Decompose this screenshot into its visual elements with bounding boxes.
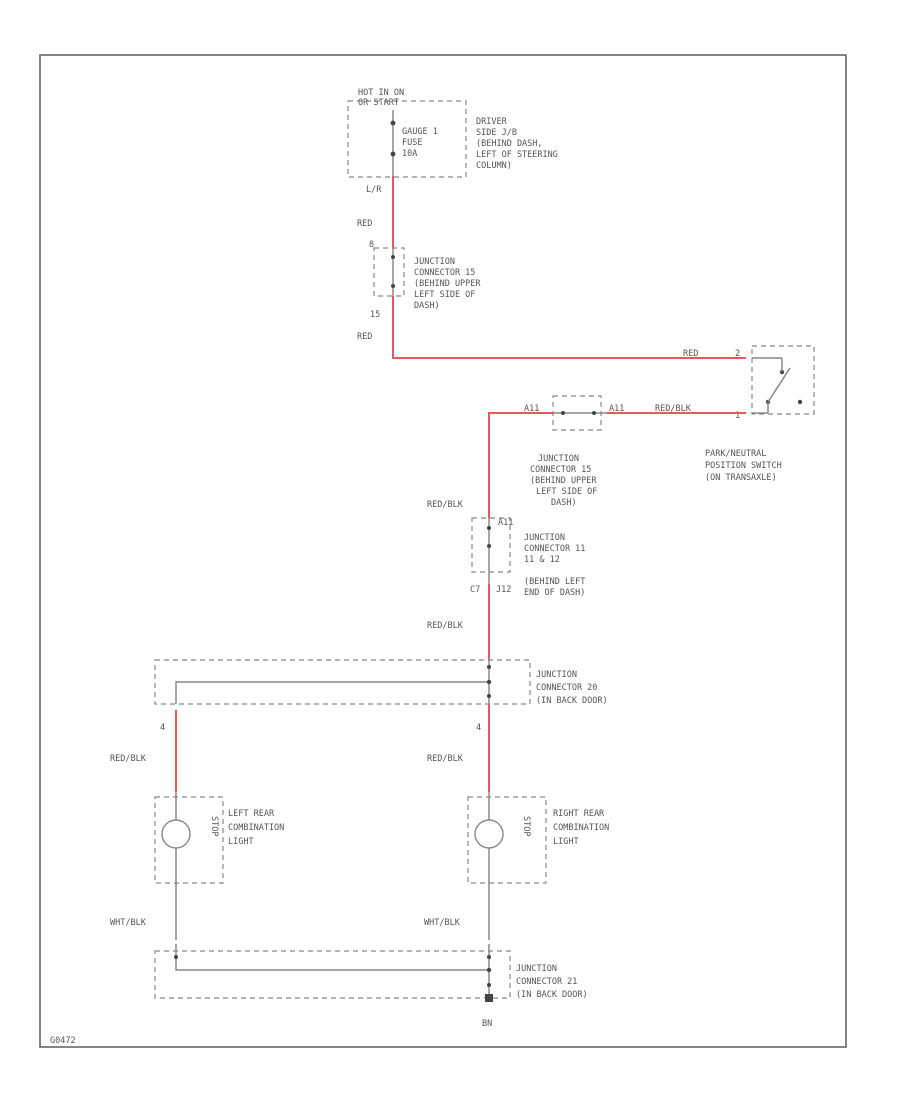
jc20-text-2: CONNECTOR 20 [536,683,597,693]
fuse-box: HOT IN ON OR START GAUGE 1 FUSE 10A DRIV… [347,88,558,195]
jc15-mid-text-4: LEFT SIDE OF [536,487,597,497]
fuse-name: GAUGE 1 [402,127,438,137]
park-neutral-position-switch: 2 1 PARK/NEUTRAL POSITION SWITCH (ON TRA… [705,345,815,483]
wire-label-wht-blk-right: WHT/BLK [424,918,461,928]
right-light-pin-top: 4 [476,723,481,733]
wire-label-red-3: RED [683,349,698,359]
jc20-text-1: JUNCTION [536,670,577,680]
jc11-text-3: 11 & 12 [524,555,560,565]
fuse-hot-label-1: HOT IN ON [358,88,404,98]
fuse-rating: 10A [402,149,417,159]
pnp-text-3: (ON TRANSAXLE) [705,473,777,483]
fuse-location-2: SIDE J/B [476,128,517,138]
fuse-hot-label-2: OR START [358,98,399,108]
jc21-text-2: CONNECTOR 21 [516,977,577,987]
jc11-text-4: (BEHIND LEFT [524,577,585,587]
jc15-mid-text-2: CONNECTOR 15 [530,465,591,475]
jc15-top-pin-bottom: 15 [370,310,380,320]
jc15-top-text-4: LEFT SIDE OF [414,290,475,300]
left-light-text-3: LIGHT [228,837,254,847]
junction-connector-21: JUNCTION CONNECTOR 21 (IN BACK DOOR) [154,944,588,1002]
junction-connector-15-mid: A11 A11 JUNCTION CONNECTOR 15 (BEHIND UP… [524,395,624,508]
wire-label-red-blk-mid: RED/BLK [427,621,464,631]
jc15-mid-text-1: JUNCTION [538,454,579,464]
jc15-mid-text-5: DASH) [551,498,577,508]
wire-label-red-1: RED [357,219,372,229]
right-light-side: STOP [521,816,531,836]
fuse-location-5: COLUMN) [476,161,512,171]
wire-label-wht-blk-left: WHT/BLK [110,918,147,928]
diagram-frame [39,54,847,1048]
junction-connector-15-top: 8 JUNCTION CONNECTOR 15 (BEHIND UPPER LE… [369,240,481,320]
junction-connector-20: JUNCTION CONNECTOR 20 (IN BACK DOOR) [154,659,608,706]
pnp-pin-bottom: 1 [735,411,740,421]
jc15-mid-pin-right: A11 [609,404,624,414]
wire-label-red-blk-left: RED/BLK [110,754,147,764]
jc15-top-pin-top: 8 [369,240,374,250]
jc15-top-text-1: JUNCTION [414,257,455,267]
jc15-mid-pin-left: A11 [524,404,539,414]
junction-connector-11-12: A11 C7 J12 JUNCTION CONNECTOR 11 11 & 12… [470,517,585,598]
jc11-pin-right: J12 [496,585,511,595]
fuse-word: FUSE [402,138,422,148]
wire-red-blk-jc [488,412,553,518]
right-light-text-3: LIGHT [553,837,579,847]
left-rear-combination-light: STOP LEFT REAR COMBINATION LIGHT [154,792,284,940]
right-rear-combination-light: STOP RIGHT REAR COMBINATION LIGHT [467,792,609,940]
left-light-side: STOP [209,816,219,836]
right-light-text-2: COMBINATION [553,823,609,833]
jc21-text-1: JUNCTION [516,964,557,974]
left-light-text-1: LEFT REAR [228,809,275,819]
fuse-pin: L/R [366,185,382,195]
fuse-location-4: LEFT OF STEERING [476,150,558,160]
wire-label-red-blk-right: RED/BLK [427,754,464,764]
wire-label-red-blk-jc: RED/BLK [427,500,464,510]
wire-red-2 [392,296,746,359]
pnp-text-1: PARK/NEUTRAL [705,449,766,459]
jc20-text-3: (IN BACK DOOR) [536,696,608,706]
jc15-top-text-3: (BEHIND UPPER [414,279,481,289]
ground-label: BN [482,1019,492,1029]
wire-label-red-blk-top: RED/BLK [655,404,692,414]
jc11-pin-top: A11 [498,518,513,528]
right-light-text-1: RIGHT REAR [553,809,605,819]
fuse-location-3: (BEHIND DASH, [476,139,543,149]
jc21-text-3: (IN BACK DOOR) [516,990,588,1000]
pnp-text-2: POSITION SWITCH [705,461,782,471]
jc11-text-5: END OF DASH) [524,588,585,598]
jc15-mid-text-3: (BEHIND UPPER [530,476,597,486]
jc15-top-text-2: CONNECTOR 15 [414,268,475,278]
footer-code: G0472 [50,1036,76,1046]
jc11-text-2: CONNECTOR 11 [524,544,585,554]
jc15-top-text-5: DASH) [414,301,440,311]
jc11-pin-left: C7 [470,585,480,595]
left-light-text-2: COMBINATION [228,823,284,833]
jc11-text-1: JUNCTION [524,533,565,543]
wire-label-red-2: RED [357,332,372,342]
fuse-location-1: DRIVER [476,117,508,127]
pnp-pin-top: 2 [735,349,740,359]
left-light-pin-top: 4 [160,723,165,733]
